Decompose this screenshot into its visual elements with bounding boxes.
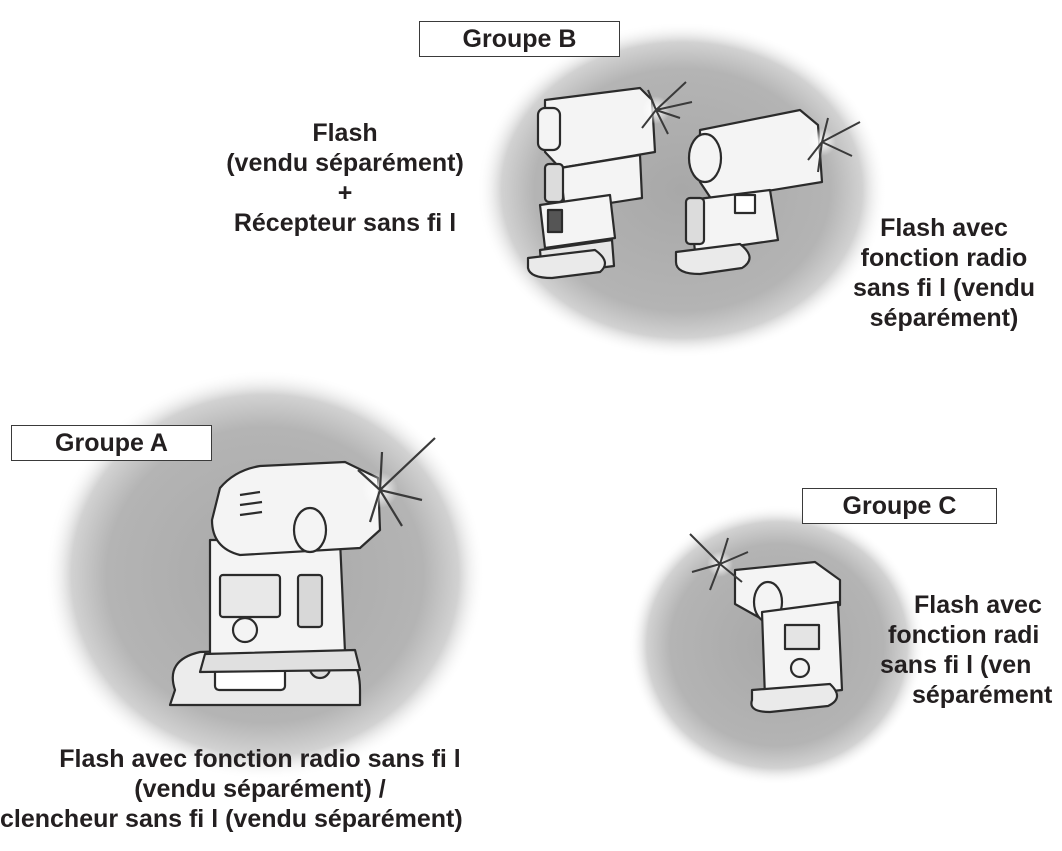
group-a-bottom-caption: Flash avec fonction radio sans fi l (ven… (0, 744, 520, 834)
group-a-flash-on-camera (168, 460, 382, 707)
group-c-radio-flash (733, 560, 844, 714)
group-a-label: Groupe A (11, 425, 212, 461)
group-c-right-caption: Flash avec fonction radi sans fi l (ven … (878, 590, 1062, 710)
caption-line: + (337, 179, 353, 207)
flash-burst-icon (807, 117, 861, 173)
flash-unit-icon (198, 460, 382, 674)
caption-line: Récepteur sans fi l (233, 209, 457, 237)
caption-line: Flash avec fonction radio sans fi l (59, 745, 461, 773)
caption-line: sans fi l (vendu (853, 274, 1035, 302)
caption-line: fonction radi (888, 621, 1040, 649)
group-b-label: Groupe B (419, 21, 620, 57)
group-b-right-caption: Flash avec fonction radio sans fi l (ven… (826, 213, 1062, 333)
flash-burst-icon (641, 81, 693, 135)
caption-line: fonction radio (860, 244, 1028, 272)
caption-line: (vendu séparément) (226, 149, 464, 177)
group-b-radio-flash (674, 108, 824, 276)
caption-line: Flash avec (880, 214, 1008, 242)
flash-burst-icon (689, 533, 749, 591)
flash-unit-icon (674, 108, 824, 276)
caption-line: sans fi l (ven (880, 651, 1032, 679)
flash-unit-icon (536, 86, 657, 212)
caption-line: (vendu séparément) / (134, 775, 386, 803)
caption-line: Flash avec (914, 591, 1042, 619)
wireless-receiver-icon (526, 193, 617, 280)
group-c-label: Groupe C (802, 488, 997, 524)
caption-line: séparément (912, 681, 1053, 709)
flash-unit-icon (733, 560, 844, 714)
group-b-left-caption: Flash (vendu séparément) + Récepteur san… (190, 118, 500, 238)
caption-line: clencheur sans fi l (vendu séparément) (0, 805, 463, 833)
caption-line: Flash (312, 119, 378, 147)
caption-line: séparément) (869, 304, 1019, 332)
group-b-flash-with-receiver (526, 86, 657, 280)
flash-burst-icon (357, 437, 436, 527)
